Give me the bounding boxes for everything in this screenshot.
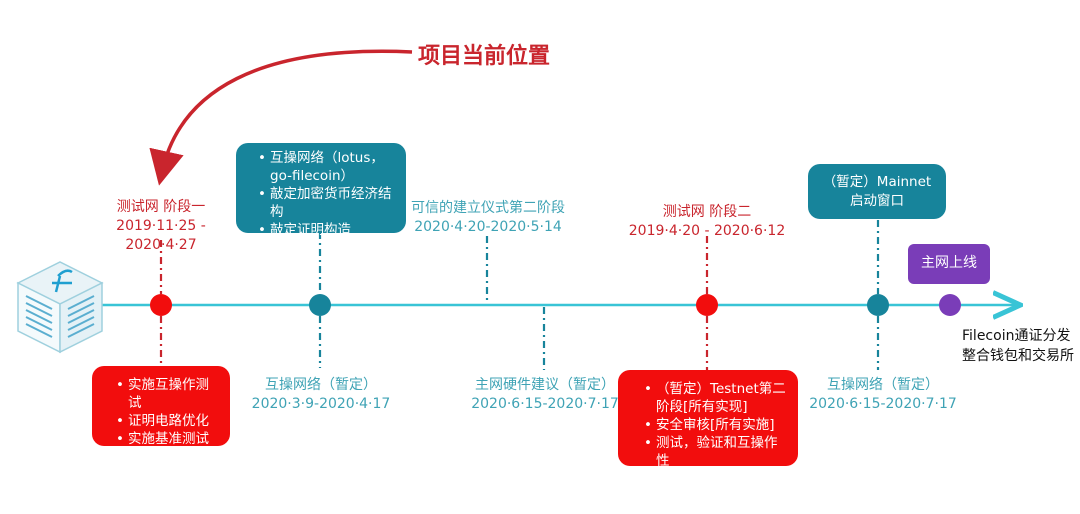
milestone-dot-live — [939, 294, 961, 316]
milestone-dates: 2020·6·15-2020·7·17 — [471, 396, 619, 412]
phase1-tasks-box: 实施互操作测试 证明电路优化 实施基准测试 — [92, 366, 230, 448]
milestone-dot-phase2 — [696, 294, 718, 316]
milestone-title: 测试网 阶段一 — [116, 199, 206, 215]
current-position-callout: 项目当前位置 — [418, 44, 551, 69]
milestone-interop-2: 互操网络（暂定） 2020·6·15-2020·7·17 — [798, 376, 968, 414]
milestone-testnet-phase2: 测试网 阶段二 2019·4·20 - 2020·6·12 — [626, 203, 788, 241]
milestone-title: 测试网 阶段二 — [662, 204, 752, 220]
milestone-dates: 2020·6·15-2020·7·17 — [809, 396, 957, 412]
milestone-dot-phase1 — [150, 294, 172, 316]
end-label: Filecoin通证分发 整合钱包和交易所 — [962, 328, 1074, 364]
list-item: 敲定加密货币经济结构 — [258, 185, 398, 221]
milestone-title: 可信的建立仪式第二阶段 — [411, 200, 565, 216]
milestone-title: 互操网络（暂定） — [265, 377, 377, 393]
milestone-title: 主网硬件建议（暂定） — [475, 377, 615, 393]
milestone-dates: 2019·11·25 - 2020·4·27 — [116, 218, 206, 253]
list-item: 实施互操作测试 — [116, 376, 222, 412]
milestone-title: 互操网络（暂定） — [827, 377, 939, 393]
milestone-testnet-phase1: 测试网 阶段一 2019·11·25 - 2020·4·27 — [80, 198, 242, 255]
milestone-trusted-setup: 可信的建立仪式第二阶段 2020·4·20-2020·5·14 — [400, 199, 576, 237]
mainnet-window-box: （暂定）Mainnet 启动窗口 — [808, 164, 946, 219]
milestone-dot-mainnet — [867, 294, 889, 316]
interop-tasks-box: 互操网络（lotus，go-filecoin） 敲定加密货币经济结构 敲定证明构… — [236, 143, 406, 239]
milestone-hardware: 主网硬件建议（暂定） 2020·6·15-2020·7·17 — [460, 376, 630, 414]
milestone-dates: 2020·3·9-2020·4·17 — [251, 396, 391, 412]
list-item: 敲定证明构造 — [258, 221, 398, 239]
list-item: 安全审核[所有实施] — [644, 416, 790, 434]
milestone-dates: 2020·4·20-2020·5·14 — [414, 219, 562, 235]
callout-arrow — [149, 49, 413, 186]
mainnet-live-box: 主网上线 — [908, 244, 990, 284]
list-item: 测试，验证和互操作性 — [644, 434, 790, 470]
list-item: 互操网络（lotus，go-filecoin） — [258, 149, 398, 185]
milestone-dates: 2019·4·20 - 2020·6·12 — [628, 223, 786, 239]
milestone-dot-interop1 — [309, 294, 331, 316]
list-item: （暂定）Testnet第二阶段[所有实现] — [644, 380, 790, 416]
list-item: 证明电路优化 — [116, 412, 222, 430]
filecoin-server-icon — [16, 261, 104, 354]
list-item: 实施基准测试 — [116, 430, 222, 448]
milestone-interop-1: 互操网络（暂定） 2020·3·9-2020·4·17 — [236, 376, 406, 414]
phase2-tasks-box: （暂定）Testnet第二阶段[所有实现] 安全审核[所有实施] 测试，验证和互… — [618, 370, 798, 469]
